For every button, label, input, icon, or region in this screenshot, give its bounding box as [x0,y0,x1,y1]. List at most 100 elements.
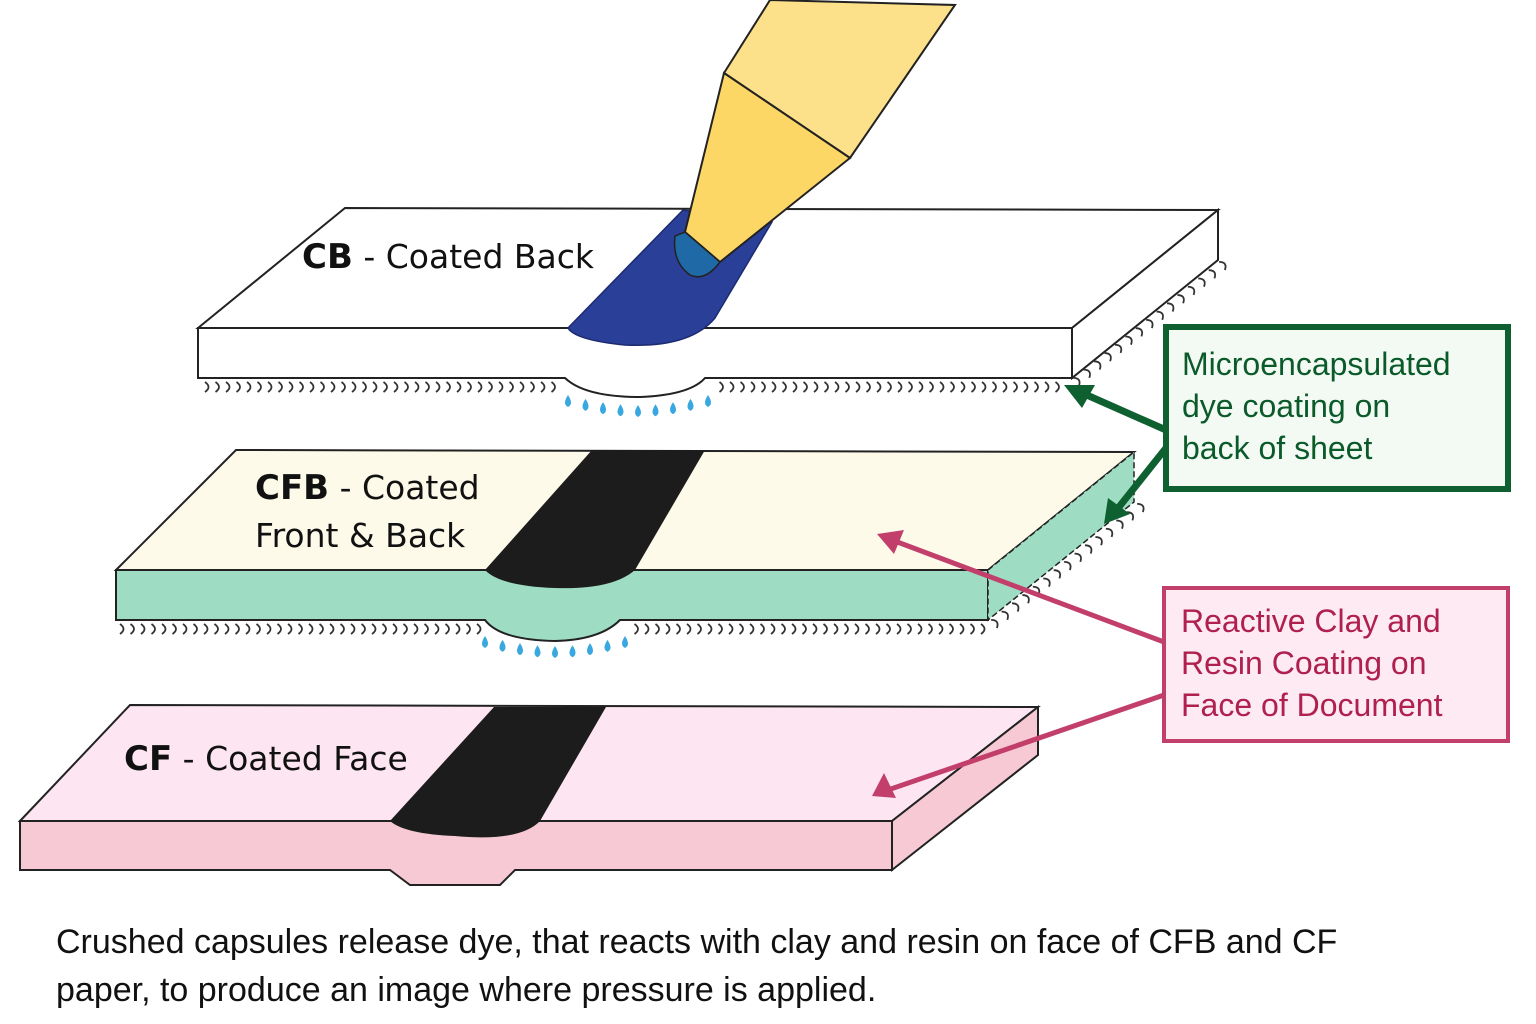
capsule-icon [1095,536,1103,546]
capsule-icon [402,623,408,635]
callout-green-line-1: Microencapsulated [1182,346,1451,382]
capsule-icon [1137,503,1145,513]
capsule-icon [1187,285,1196,296]
capsule-icon [414,381,420,393]
sheet-cfb-name: - Coated [329,468,480,507]
capsule-icon [392,623,398,635]
capsule-icon [1104,352,1112,362]
capsule-icon [1054,381,1060,393]
capsule-icon [330,381,336,393]
capsule-icon [319,381,325,393]
capsule-icon [413,623,419,635]
capsule-icon [161,623,167,635]
capsule-icon [171,623,177,635]
capsule-icon [886,381,892,393]
arrow-head-pink-1 [877,530,904,554]
capsule-icon [802,381,808,393]
capsule-icon [980,623,986,635]
capsule-icon [1073,377,1081,387]
capsule-icon [1011,602,1020,612]
capsule-icon [382,381,388,393]
capsule-icon [760,381,766,393]
sheet-cf-dye-mark [390,707,606,838]
capsule-icon [424,381,430,393]
capsule-icon [540,381,546,393]
capsule-icon [633,623,639,635]
sheet-cf-name: - Coated Face [172,739,408,778]
callout-green-line-2: dye coating on [1182,388,1390,424]
capsule-icon [960,381,966,393]
arrow-line-green-1 [1078,388,1168,434]
capsule-icon [759,623,765,635]
capsule-icon [1033,381,1039,393]
capsule-icon [423,623,429,635]
capsule-icon [477,381,483,393]
caption-line-1: Crushed capsules release dye, that react… [56,923,1338,961]
capsule-icon [308,623,314,635]
dye-droplet-icon [517,643,523,656]
dye-droplet-icon [604,639,611,652]
capsule-icon [844,381,850,393]
caption: Crushed capsules release dye, that react… [56,918,1526,1014]
pen-tip [673,231,722,278]
capsule-icon [476,623,482,635]
sheet-cf [17,703,1041,886]
capsule-icon [1125,335,1133,345]
capsule-icon [770,623,776,635]
dye-droplet-icon [705,395,711,407]
capsule-icon [340,381,346,393]
capsule-icon [833,623,839,635]
capsule-icon [465,623,471,635]
capsule-icon [1208,269,1217,279]
capsule-icon [792,381,798,393]
capsule-icon [192,623,198,635]
capsule-icon [927,623,933,635]
capsule-icon [1002,381,1008,393]
capsule-icon [1023,381,1029,393]
capsule-icon [318,623,324,635]
capsule-icon [393,381,399,393]
capsule-icon [780,623,786,635]
pen [567,0,957,347]
capsule-icon [739,381,745,393]
sheet-cfb-side [987,450,1135,622]
capsule-icon [329,623,335,635]
capsule-icon [1083,368,1091,379]
capsule-icon [234,623,240,635]
capsule-icon [287,623,293,635]
sheet-cb-name: - Coated Back [353,237,595,276]
capsule-icon [276,623,282,635]
capsule-icon [969,623,975,635]
capsule-icon [843,623,849,635]
callout-pink-line-2: Resin Coating on [1181,645,1426,681]
capsule-icon [1053,569,1062,579]
capsule-icon [445,381,451,393]
capsule-icon [991,381,997,393]
sheet-cf-label: CF - Coated Face [124,739,408,779]
capsule-icon [1074,552,1082,563]
capsule-icon [434,623,440,635]
capsule-icon [371,623,377,635]
capsule-icon [150,623,156,635]
capsule-icon [865,381,871,393]
capsule-icon [813,381,819,393]
capsule-icon [267,381,273,393]
capsule-icon [256,381,262,393]
capsule-icon [948,623,954,635]
arrow-head-pink-2 [872,773,896,798]
capsule-icon [1198,277,1206,287]
dye-droplets-cfb [482,636,628,658]
capsule-icon [907,381,913,393]
capsule-icon [750,381,756,393]
capsule-icon [1064,561,1072,571]
arrow-line-green-2 [1112,445,1169,515]
capsule-icon [1012,381,1018,393]
sheet-cfb-name-line2: Front & Back [255,516,466,555]
dye-droplet-icon [617,404,624,417]
capsule-row-cb-side [1073,261,1227,387]
capsule-icon [918,381,924,393]
capsule-icon [771,381,777,393]
capsule-icon [225,381,231,393]
capsule-icon [718,381,724,393]
dye-droplet-icon [582,398,589,411]
